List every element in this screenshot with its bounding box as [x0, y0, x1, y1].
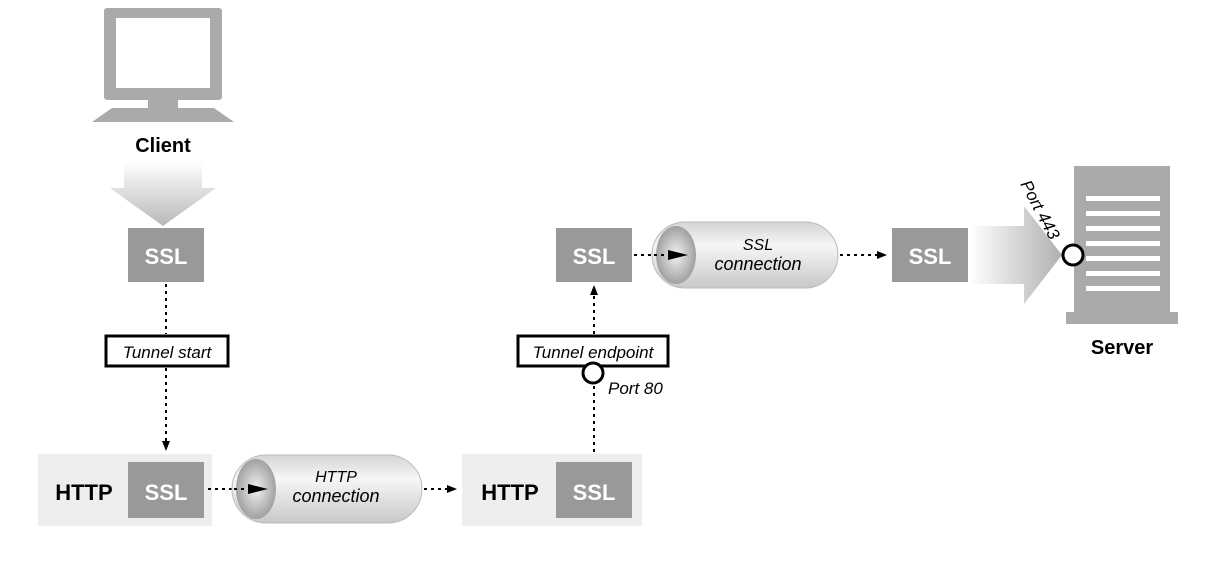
left-ssl-box	[128, 462, 204, 518]
server-icon	[1066, 166, 1178, 324]
http-connection-line2: connection	[292, 486, 379, 506]
right-proxy-panel: HTTP SSL	[462, 454, 642, 526]
client-label: Client	[135, 135, 191, 157]
client-computer-icon	[92, 8, 234, 122]
tunnel-start-box: Tunnel start	[104, 334, 230, 368]
client-ssl-label: SSL	[145, 244, 188, 269]
right-arrow-icon	[970, 206, 1062, 304]
right-ssl-label: SSL	[573, 480, 616, 505]
http-connection-pipe: HTTP connection	[231, 454, 423, 524]
port-80-label: Port 80	[608, 379, 663, 398]
endpoint-ssl-label: SSL	[573, 244, 616, 269]
tunnel-endpoint-box: Tunnel endpoint	[516, 334, 670, 368]
ssl-connection-line1: SSL	[743, 237, 773, 254]
left-proxy-panel: HTTP SSL	[38, 454, 212, 526]
left-http-label: HTTP	[55, 480, 112, 505]
tunnel-start-label: Tunnel start	[123, 343, 213, 362]
http-connection-line1: HTTP	[315, 469, 357, 486]
server-ssl-label: SSL	[909, 244, 952, 269]
right-ssl-box	[556, 462, 632, 518]
down-arrow-icon	[110, 162, 216, 226]
endpoint-ssl-box: SSL	[556, 228, 632, 282]
ssl-connection-line2: connection	[714, 254, 801, 274]
tunnel-endpoint-label: Tunnel endpoint	[533, 343, 655, 362]
ssl-connection-pipe: SSL connection	[651, 221, 839, 289]
server-ssl-box: SSL	[892, 228, 968, 282]
client-ssl-box: SSL	[128, 228, 204, 282]
port-80-icon	[581, 361, 605, 385]
server-label: Server	[1091, 337, 1153, 359]
port-443-icon	[1061, 243, 1085, 267]
left-ssl-label: SSL	[145, 480, 188, 505]
right-http-label: HTTP	[481, 480, 538, 505]
